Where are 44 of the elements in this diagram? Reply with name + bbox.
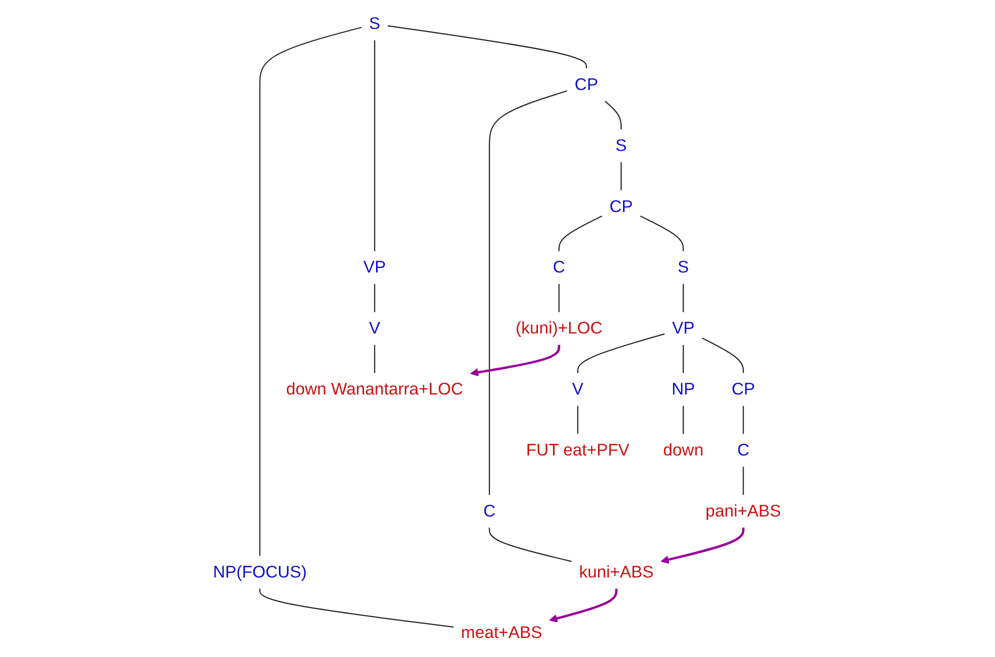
connector [683,344,684,373]
connector [489,528,572,562]
connector [558,284,560,312]
node-text: VP [364,258,386,276]
node-text: V [572,380,584,398]
node-text: down Wanantarra+LOC [286,380,464,398]
connector [558,216,603,252]
node-text: CP [610,196,634,216]
node-text: CP [575,74,599,94]
connector [743,466,744,495]
connector [683,406,684,434]
connector [489,90,568,495]
connector [578,333,666,373]
node-text: S [369,14,381,33]
node-text: pani+ABS [706,501,782,520]
connector [578,406,579,434]
node-text: V [369,318,381,338]
connector [374,344,376,373]
node-text: CP [732,380,756,398]
node-text: meat+ABS [462,623,543,642]
connector [260,26,362,556]
connector [374,284,376,312]
arrow [661,528,745,564]
node-text: FUT eat+PFV [526,440,630,460]
node-text: C [553,258,566,276]
node-text: S [616,136,628,155]
connector [702,338,744,373]
node-text: NP(FOCUS) [213,562,308,582]
node-text: kuni+ABS [580,562,654,582]
node-text: VP [672,318,696,338]
node-text: NP [672,380,696,398]
connector [260,588,454,628]
connector [605,100,622,130]
connector [683,284,684,312]
node-text: (kuni)+LOC [516,318,603,338]
node-text: S [678,258,690,276]
node-text: down [664,440,704,460]
connector [388,25,588,68]
connector [743,406,744,434]
connector [374,40,376,252]
node-text: C [484,501,496,520]
node-text: C [738,440,750,460]
connector [640,216,684,252]
connector [621,162,622,190]
